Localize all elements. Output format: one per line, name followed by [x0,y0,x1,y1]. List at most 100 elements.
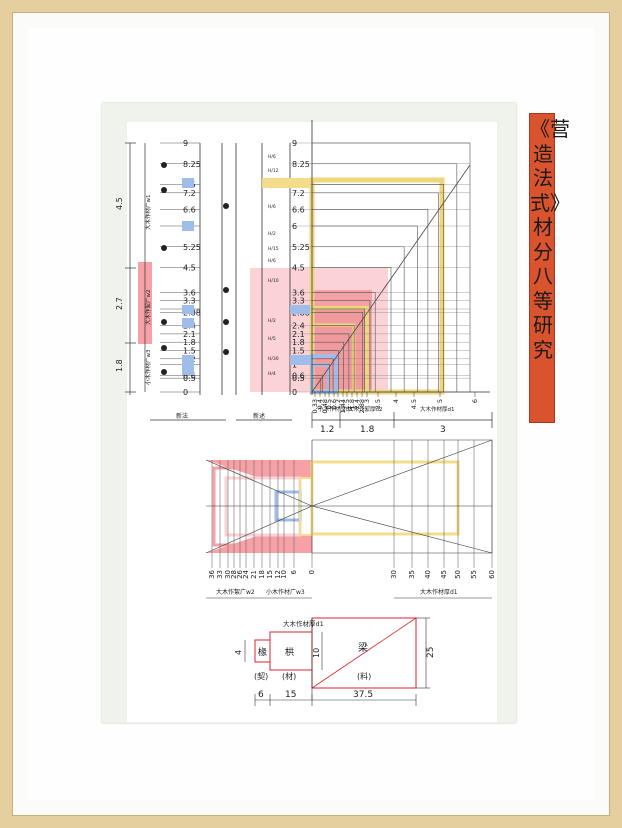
upper-axis-value: 2.88 [358,399,366,413]
mid-scale-value: 3.3 [292,297,305,306]
left-scale-value: 1.8 [183,338,196,347]
mid-scale-value: 0.6 [292,371,305,380]
upper-axis-value: 3 [363,399,371,403]
grade-marker [161,369,167,375]
lower-axis-right-value: 40 [424,570,432,579]
lower-axis-right-value: 60 [488,570,496,579]
fraction-label: H/6 [268,258,276,264]
mid-scale-value: 1.8 [292,338,305,347]
lower-axis-left-value: 18 [258,570,266,579]
left-dimensions [125,142,146,395]
upper-axis-value: 0.48 [321,399,329,413]
grade-marker [161,245,167,251]
mid-scale-value: 8.25 [292,160,310,169]
section-drawing [244,617,430,706]
grade-marker [161,319,167,325]
fraction-label: H/2 [268,231,276,237]
upper-bands [250,160,471,395]
upper-axis-value: 4.5 [410,399,418,409]
mid-dim-1.8: 1.8 [360,425,375,435]
fraction-label: H/10 [268,278,279,284]
width-37.5: 37.5 [353,690,373,700]
width-6: 6 [258,690,264,700]
mid-scale-value: 2.1 [292,330,305,339]
label-d1-upper: 大木作材厚d1 [420,405,455,413]
mid-scale-value: 3.6 [292,288,305,297]
lower-axis-left-value: 21 [250,570,258,579]
left-scale-value: 3.3 [183,297,196,306]
lower-axis-right-value: 35 [408,570,416,579]
label-w3: 小木作材广w3 [144,349,152,385]
label-w2: 大木作絜广w2 [144,290,152,326]
left-scale-value: 2.1 [183,330,196,339]
lower-axis-left-value: 26 [236,569,244,578]
lower-axis-right-value: 45 [440,570,448,579]
left-scale-value: 3.6 [183,288,196,297]
mid-scale-value: 1.5 [292,347,305,356]
left-scale-value: 0.6 [183,371,196,380]
height-25: 25 [426,647,436,658]
mid-scale-value: 0 [292,388,297,397]
left-scale-value: 6.6 [183,205,196,214]
label-d3: 小木作材厚d3 [318,405,353,413]
lower-axis-left-value: 36 [208,569,216,578]
mid-scale-value: 6.6 [292,205,305,214]
height-10: 10 [312,648,321,658]
height-4: 4 [234,650,243,655]
lower-axis-left-value: 12 [274,570,282,579]
lower-label-w2: 大木作絜广w2 [216,588,255,596]
upper-axis-value: 6 [471,399,479,403]
upper-axis-value: 1.44 [339,399,347,413]
upper-axis-value: 2.4 [353,399,361,409]
mid-dim-1.2: 1.2 [320,425,334,435]
lower-axis-left-value: 0 [308,570,316,574]
upper-axis-value: 4 [392,399,400,403]
mid-scale-value: 4.5 [292,264,305,273]
lower-axis-left-value: 6 [290,569,298,574]
lower-axis-right-value: 50 [454,570,462,579]
upper-axis-value: 1.5 [343,399,351,409]
fraction-label: H/5 [268,336,276,342]
width-15: 15 [285,690,296,700]
grade-marker [223,319,229,325]
mid-scale-value: 6 [292,222,297,231]
fraction-label: H/30 [268,356,279,362]
left-scale-value: 4.5 [183,264,196,273]
grade-marker [223,203,229,209]
mid-scale-value: 2.4 [292,322,305,331]
upper-axis-value: 0.5 [325,399,333,409]
lower-axis-left-value: 15 [266,570,274,579]
dim-1.8: 1.8 [115,359,124,372]
box-char-liang: 梁 [358,641,368,654]
lower-axis-right-value: 30 [390,570,398,579]
left-scale-value: 1.5 [183,347,196,356]
fraction-label: H/4 [268,371,276,377]
grade-marker [223,349,229,355]
grade-marker [161,345,167,351]
lower-label-w3: 小木作材广w3 [266,588,305,596]
label-xinshu: 新述 [253,412,265,420]
dim-4.5: 4.5 [115,197,124,210]
grade-markers [161,162,229,375]
mid-dim-row [150,412,493,428]
left-scale-value: 7.2 [183,189,196,198]
banner-title: 《营造法式》材分八等研究 [530,117,570,362]
lower-axis-left-value: 28 [230,570,238,579]
section-top-label: 大木作材厚d1 [283,619,324,628]
upper-staircase [311,142,471,393]
left-scale-value: 0 [183,388,188,397]
left-scale-value: 5.25 [183,243,201,252]
grade-marker [161,187,167,193]
mid-scale-value: 7.2 [292,189,305,198]
upper-axis-value: 3.5 [374,399,382,409]
label-w1: 大木作材广w1 [144,195,152,231]
fraction-label: H/15 [268,246,279,252]
box-note-qie: (契) [254,671,268,681]
upper-axis-value: 0.6 [330,399,338,409]
grade-marker [223,287,229,293]
lower-axis-left-value: 24 [242,569,250,578]
left-scale-value: 8.25 [183,160,201,169]
label-d2: 大木作絜厚d2 [348,405,383,413]
